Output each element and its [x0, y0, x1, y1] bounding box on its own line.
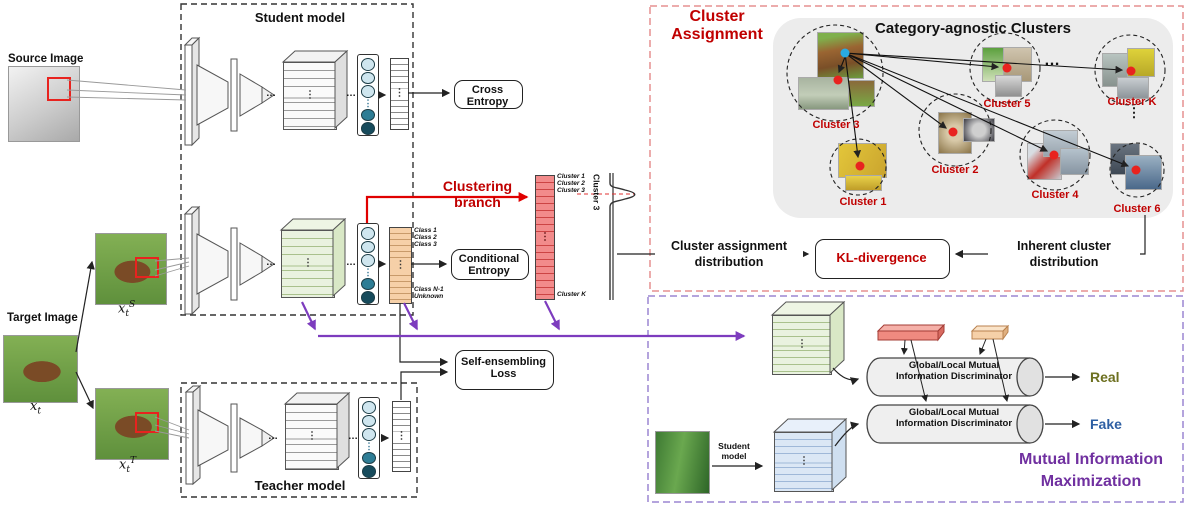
class-vector-bar	[970, 324, 1010, 341]
neuron	[362, 465, 376, 478]
fake-label: Fake	[1090, 416, 1122, 432]
clustering-branch-label: Clustering branch	[442, 178, 513, 211]
cluster2-clock-image-2	[963, 118, 995, 142]
student-src-logit-vector: ⋮	[390, 58, 409, 130]
cluster4-label: Cluster 4	[1031, 189, 1079, 201]
neuron	[361, 58, 375, 71]
real-label: Real	[1090, 369, 1120, 385]
neuron	[362, 401, 376, 414]
mi-flow-arrows	[301, 300, 746, 341]
target-image	[3, 335, 78, 403]
neuron	[361, 240, 375, 254]
neuron	[362, 428, 376, 441]
curve-cluster-label: Cluster 3	[591, 174, 602, 211]
cluster-assignment-title: Cluster Assignment	[671, 8, 763, 43]
clusterK-car-image-2	[1127, 48, 1155, 77]
neuron	[361, 85, 375, 98]
student-model-title: Student model	[254, 10, 346, 25]
ellipsis: …	[346, 257, 356, 268]
cluster-vector-bar	[876, 323, 946, 342]
self-ensembling-box	[455, 350, 554, 390]
teacher-logit-vector: ⋮	[392, 401, 411, 472]
mi-fake-feature-cube: ⋮	[774, 432, 834, 492]
cluster2-label: Cluster 2	[931, 164, 979, 176]
neuron	[362, 414, 376, 428]
student-src-cnn	[183, 36, 275, 147]
cluster5-bicycle-image-3	[995, 75, 1022, 97]
cluster1-banana-image-2	[845, 175, 882, 191]
clusterK-vdots: ⋮	[1127, 105, 1141, 120]
cluster1-banana-image	[838, 143, 887, 178]
cluster5-label: Cluster 5	[983, 98, 1031, 110]
cluster3-horse-image-3	[848, 80, 875, 107]
mi-real-feature-cube: ⋮	[772, 315, 832, 375]
neuron	[361, 108, 375, 122]
xts-label: xtS	[118, 300, 136, 319]
cluster-probability-vector: ⋮	[535, 175, 555, 300]
neuron	[361, 277, 375, 291]
teacher-cnn	[184, 384, 275, 486]
neuron	[361, 291, 375, 304]
neuron	[361, 122, 375, 135]
category-agnostic-title: Category-agnostic Clusters	[875, 20, 1071, 37]
cluster4-plane-image-3	[1060, 148, 1089, 175]
student-tgt-feature-cube: ⋮	[281, 230, 335, 298]
class-labels-bottom: Class N-1 Unknown	[414, 286, 444, 300]
student-src-neuron-column: ⋮	[357, 54, 379, 136]
discriminator-real-label: Global/Local Mutual Information Discrimi…	[895, 360, 1013, 382]
source-crop-box	[47, 77, 71, 101]
source-image-label: Source Image	[8, 53, 84, 65]
cluster-row-ellipsis: …	[1044, 52, 1060, 69]
teacher-feature-cube: ⋮	[285, 404, 339, 470]
ellipsis: …	[348, 431, 358, 442]
cluster-assignment-dist-label: Cluster assignment distribution	[655, 238, 803, 271]
ellipsis: …	[268, 431, 278, 442]
cluster3-label: Cluster 3	[812, 119, 860, 131]
cross-entropy-label: Cross Entropy	[466, 84, 509, 109]
student-tgt-neuron-column: ⋮	[357, 223, 379, 305]
mutual-information-title: Mutual Information Maximization	[1019, 451, 1163, 490]
discriminator-fake-label: Global/Local Mutual Information Discrimi…	[895, 407, 1013, 429]
self-ensembling-label: Self-ensembling Loss	[461, 356, 546, 381]
neuron	[362, 451, 376, 465]
student-model-small-label: Student model	[718, 441, 750, 462]
neuron	[361, 254, 375, 267]
bicycle-image	[655, 431, 710, 494]
cluster6-label: Cluster 6	[1113, 203, 1161, 215]
target-image-label: Target Image	[7, 312, 78, 324]
teacher-model-title: Teacher model	[254, 478, 346, 493]
kl-divergence-label: KL-divergence	[836, 250, 927, 265]
xtt-label: xtT	[119, 456, 136, 475]
student-tgt-cnn	[183, 205, 275, 316]
xt-label: xt	[30, 399, 41, 417]
conditional-entropy-box	[451, 249, 529, 280]
target-augmented-s-image	[95, 233, 167, 305]
neuron	[361, 71, 375, 85]
xts-crop-box	[135, 257, 159, 278]
cross-entropy-box	[454, 80, 523, 109]
teacher-neuron-column: ⋮	[358, 397, 380, 479]
conditional-entropy-label: Conditional Entropy	[458, 253, 520, 278]
neuron	[361, 227, 375, 240]
cluster6-train-image-2	[1125, 155, 1162, 190]
inherent-cluster-dist-label: Inherent cluster distribution	[988, 238, 1140, 271]
xtt-crop-box	[135, 412, 159, 433]
cluster3-horse-image	[817, 32, 864, 79]
cluster3-horse-image-2	[798, 77, 849, 110]
class-probability-vector: ⋮	[389, 227, 412, 304]
class-labels-top: Class 1 Class 2 Class 3	[414, 227, 437, 248]
cluster1-label: Cluster 1	[839, 196, 887, 208]
ellipsis: …	[346, 88, 356, 99]
student-src-feature-cube: ⋮	[283, 62, 337, 130]
ellipsis: …	[266, 257, 276, 268]
cluster-vector-bottom-label: Cluster K	[557, 291, 586, 298]
cluster-distribution-curve	[577, 173, 636, 300]
ellipsis: …	[266, 88, 276, 99]
cluster-vector-top-labels: Cluster 1 Cluster 2 Cluster 3	[557, 173, 585, 194]
